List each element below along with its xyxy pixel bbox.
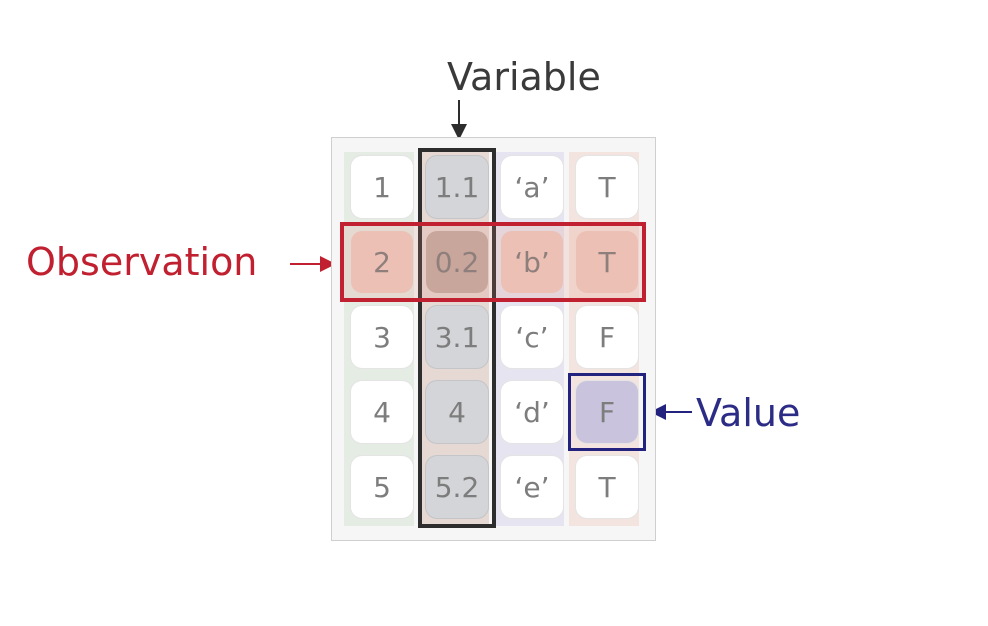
table-cell: ‘d’ [501, 381, 563, 443]
table-cell: 5 [351, 456, 413, 518]
table-cell: 1 [351, 156, 413, 218]
table-cell: 0.2 [426, 231, 488, 293]
table-cell: 5.2 [426, 456, 488, 518]
table-cell: T [576, 231, 638, 293]
table-cell: ‘c’ [501, 306, 563, 368]
table-cell: 4 [426, 381, 488, 443]
table-cell: ‘a’ [501, 156, 563, 218]
table-cell: 3.1 [426, 306, 488, 368]
table-cell: ‘b’ [501, 231, 563, 293]
table-cell: F [576, 381, 638, 443]
table-cell: T [576, 456, 638, 518]
observation-label: Observation [26, 240, 258, 284]
table-cell: ‘e’ [501, 456, 563, 518]
table-cell: 4 [351, 381, 413, 443]
table-cell: 3 [351, 306, 413, 368]
table-cell: 1.1 [426, 156, 488, 218]
table-cell: F [576, 306, 638, 368]
table-cell: T [576, 156, 638, 218]
variable-label: Variable [447, 55, 601, 99]
value-label: Value [696, 391, 801, 435]
table-cell: 2 [351, 231, 413, 293]
